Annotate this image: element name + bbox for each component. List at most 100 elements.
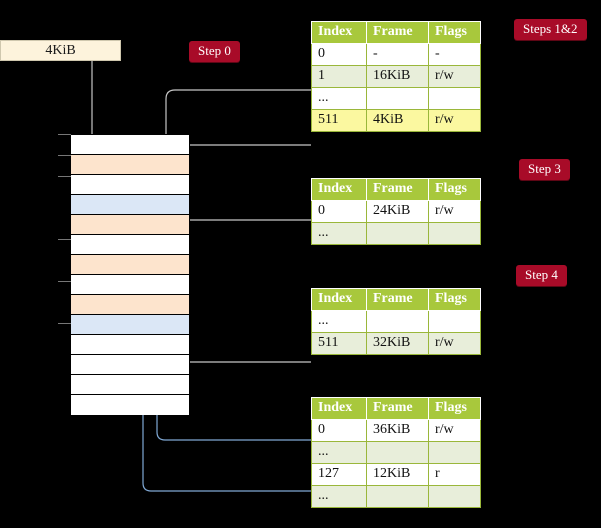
- cell-index: ...: [311, 441, 367, 464]
- memory-row: [71, 375, 189, 395]
- cell-index: 511: [311, 332, 367, 355]
- cell-flags: r/w: [428, 332, 481, 355]
- cell-frame: [366, 310, 429, 333]
- memory-tick: [58, 155, 71, 156]
- wire-pml4-entry: [162, 89, 311, 142]
- cell-index: 0: [311, 419, 367, 442]
- badge-step-4: Step 4: [516, 265, 567, 286]
- cell-index: ...: [311, 310, 367, 333]
- memory-tick: [58, 281, 71, 282]
- column-header-index: Index: [311, 178, 367, 201]
- memory-row: [71, 135, 189, 155]
- page-table-pdpt: Index Frame Flags 0 24KiB r/w ...: [311, 178, 481, 245]
- column-header-frame: Frame: [366, 21, 429, 44]
- cell-frame: [366, 222, 429, 245]
- cell-index: 511: [311, 109, 367, 132]
- cell-frame: -: [366, 43, 429, 66]
- wire-mem-to-pdpt: [172, 144, 311, 200]
- badge-steps-1-2-label: Steps 1&2: [523, 21, 578, 36]
- cell-flags: [428, 87, 481, 110]
- cell-frame: 16KiB: [366, 65, 429, 88]
- badge-step-3: Step 3: [519, 159, 570, 180]
- cell-index: 0: [311, 43, 367, 66]
- wire-pd-entry: [172, 311, 311, 363]
- source-frame-label: 4KiB: [45, 43, 76, 58]
- column-header-index: Index: [311, 21, 367, 44]
- table-header-row: Index Frame Flags: [311, 178, 481, 201]
- cell-flags: r/w: [428, 200, 481, 223]
- memory-row: [71, 295, 189, 315]
- table-header-row: Index Frame Flags: [311, 21, 481, 44]
- cell-index: 1: [311, 65, 367, 88]
- cell-index: ...: [311, 222, 367, 245]
- memory-row: [71, 235, 189, 255]
- memory-row: [71, 155, 189, 175]
- table-row: ...: [311, 87, 481, 110]
- cell-flags: r/w: [428, 65, 481, 88]
- memory-tick: [58, 239, 71, 240]
- cell-frame: 12KiB: [366, 463, 429, 486]
- table-row: ...: [311, 222, 481, 245]
- cell-frame: [366, 485, 429, 508]
- source-frame-box: 4KiB: [0, 40, 121, 61]
- memory-tick: [58, 176, 71, 177]
- cell-flags: r: [428, 463, 481, 486]
- cell-flags: -: [428, 43, 481, 66]
- column-header-flags: Flags: [428, 288, 481, 311]
- cell-frame: 36KiB: [366, 419, 429, 442]
- column-header-flags: Flags: [428, 21, 481, 44]
- cell-frame: [366, 87, 429, 110]
- page-table-pd: Index Frame Flags ... 511 32KiB r/w: [311, 288, 481, 355]
- memory-row: [71, 335, 189, 355]
- memory-row: [71, 255, 189, 275]
- table-row-highlighted: 511 4KiB r/w: [311, 109, 481, 132]
- cell-flags: [428, 441, 481, 464]
- table-row: 1 16KiB r/w: [311, 65, 481, 88]
- table-row: 127 12KiB r: [311, 463, 481, 486]
- table-header-row: Index Frame Flags: [311, 397, 481, 420]
- column-header-frame: Frame: [366, 397, 429, 420]
- memory-tick: [58, 323, 71, 324]
- physical-memory-column: [70, 134, 190, 415]
- cell-frame: 4KiB: [366, 109, 429, 132]
- memory-row: [71, 275, 189, 295]
- cell-index: 127: [311, 463, 367, 486]
- table-row: ...: [311, 310, 481, 333]
- cell-flags: r/w: [428, 419, 481, 442]
- table-row: ...: [311, 485, 481, 508]
- memory-tick: [58, 134, 71, 135]
- column-header-flags: Flags: [428, 178, 481, 201]
- cell-flags: [428, 485, 481, 508]
- cell-flags: [428, 222, 481, 245]
- cell-index: ...: [311, 87, 367, 110]
- memory-row: [71, 395, 189, 415]
- badge-step-4-label: Step 4: [525, 267, 558, 282]
- table-row: 511 32KiB r/w: [311, 332, 481, 355]
- page-table-pt: Index Frame Flags 0 36KiB r/w ... 127 12…: [311, 397, 481, 508]
- cell-flags: r/w: [428, 109, 481, 132]
- memory-row: [71, 195, 189, 215]
- table-row: 0 24KiB r/w: [311, 200, 481, 223]
- column-header-index: Index: [311, 397, 367, 420]
- badge-steps-1-2: Steps 1&2: [514, 19, 587, 40]
- cell-frame: [366, 441, 429, 464]
- column-header-frame: Frame: [366, 178, 429, 201]
- badge-step-0-label: Step 0: [198, 43, 231, 58]
- badge-step-3-label: Step 3: [528, 161, 561, 176]
- memory-row: [71, 315, 189, 335]
- table-row: ...: [311, 441, 481, 464]
- cell-frame: 24KiB: [366, 200, 429, 223]
- badge-step-0: Step 0: [189, 41, 240, 62]
- column-header-index: Index: [311, 288, 367, 311]
- table-row: 0 - -: [311, 43, 481, 66]
- table-header-row: Index Frame Flags: [311, 288, 481, 311]
- column-header-frame: Frame: [366, 288, 429, 311]
- memory-row: [71, 215, 189, 235]
- page-table-pml4: Index Frame Flags 0 - - 1 16KiB r/w ...: [311, 21, 481, 132]
- table-row: 0 36KiB r/w: [311, 419, 481, 442]
- cell-flags: [428, 310, 481, 333]
- column-header-flags: Flags: [428, 397, 481, 420]
- cell-index: 0: [311, 200, 367, 223]
- memory-row: [71, 175, 189, 195]
